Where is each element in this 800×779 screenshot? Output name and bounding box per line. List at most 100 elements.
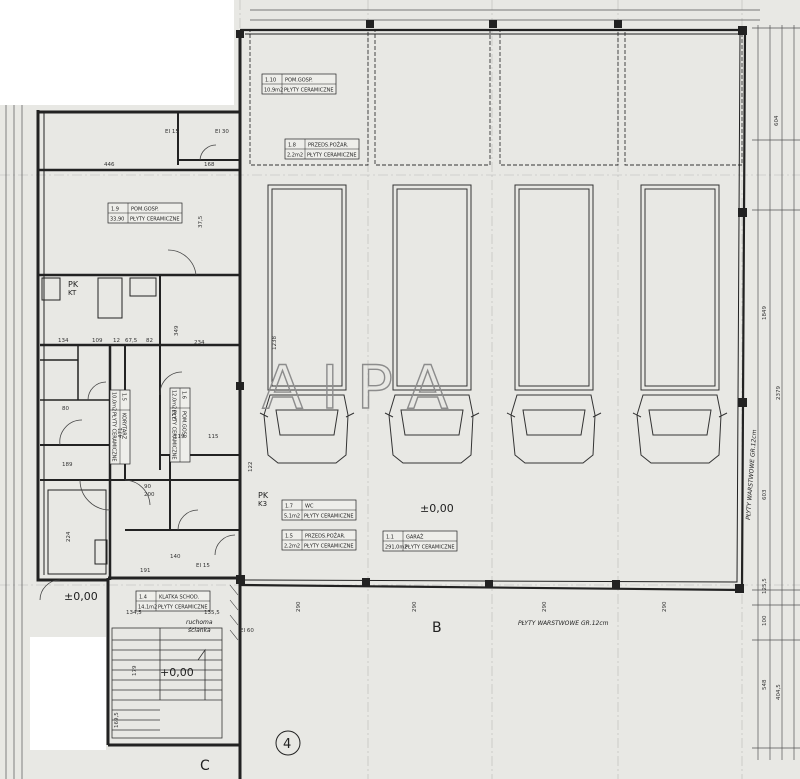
room-area: 2,2m2: [287, 153, 303, 159]
garage-level: ±0,00: [420, 502, 454, 515]
dim-119: 119: [174, 434, 185, 440]
room-name: GARAŻ: [406, 534, 424, 541]
truck-cab: [259, 394, 355, 464]
room-area: 33,90: [110, 217, 124, 223]
dim-134: 134: [58, 338, 69, 344]
dim-140: 140: [170, 554, 181, 560]
dim-548: 548: [762, 679, 768, 690]
dim-82: 82: [146, 338, 153, 344]
room-area: 291,0m2: [385, 545, 407, 551]
pk-label-2: PK: [258, 491, 269, 500]
dim-1695: 169,5: [114, 712, 120, 728]
dim-290b: 290: [542, 601, 548, 612]
truck-body-inner: [518, 188, 590, 387]
room-label-box: 1.7 WC 5,1m2 PŁYTY CERAMICZNE: [281, 499, 357, 521]
dim-349: 349: [174, 325, 180, 336]
room-id: 1.7: [285, 504, 293, 510]
ei-label-1: EI 15: [165, 129, 179, 135]
dim-179: 179: [132, 665, 138, 676]
dim-675: 67,5: [125, 338, 138, 344]
dim-189: 189: [62, 462, 73, 468]
room-area: 5,1m2: [284, 514, 300, 520]
room-name: POM.GOSP.: [131, 207, 159, 213]
dim-213: 213: [172, 409, 178, 420]
dim-471: 471: [118, 428, 124, 439]
dim-2379: 2379: [776, 386, 782, 400]
dim-200: 200: [144, 492, 155, 498]
pk-label-1b: KT: [68, 289, 77, 297]
room-name: PRZEDS.POŻAR.: [305, 533, 346, 540]
dim-12: 12: [113, 338, 120, 344]
dim-80: 80: [62, 406, 69, 412]
truck-body: [514, 184, 594, 391]
dim-4045: 404,5: [776, 684, 782, 700]
truck-cab: [506, 394, 602, 464]
axis-marker-4: 4: [275, 730, 301, 756]
truck-body: [392, 184, 472, 391]
white-mask-top-left: [0, 0, 234, 105]
dim-100: 100: [762, 615, 768, 626]
room-id: 1.5: [121, 393, 127, 401]
room-floor: PŁYTY CERAMICZNE: [158, 605, 208, 611]
left-dimension-lines: [5, 100, 23, 779]
room-name: KLATKA SCHOD.: [159, 595, 200, 601]
room-id: 1.6: [181, 391, 187, 399]
room-floor: PŁYTY CERAMICZNE: [284, 88, 334, 94]
ei-label-4: EI 15: [196, 563, 210, 569]
truck-body: [267, 184, 347, 391]
watermark-text: AIPA: [262, 353, 466, 423]
top-dimension-lines: [250, 9, 760, 21]
dim-1238: 1238: [272, 336, 278, 350]
room-name: POM.GOSP.: [285, 78, 313, 84]
section-marker-c: C: [200, 758, 210, 774]
floor-note-bottom: PŁYTY WARSTWOWE GR.12cm: [518, 620, 609, 627]
pk-label-1: PK: [68, 280, 79, 289]
door-note-2: ścianka: [188, 627, 211, 634]
room-name: WC: [305, 504, 314, 510]
truck-cab: [384, 394, 480, 464]
dim-1849: 1849: [762, 306, 768, 320]
room-area: 14,1m2: [138, 605, 157, 611]
section-marker-b: B: [432, 620, 442, 636]
truck-outlines: [259, 184, 728, 464]
dim-90: 90: [144, 484, 151, 490]
room-area: 10,9m2: [264, 88, 283, 94]
stair-level: ±0,00: [64, 590, 98, 603]
dim-290d: 290: [296, 601, 302, 612]
truck-cab: [632, 394, 728, 464]
room-name: POM.GOSP.: [181, 411, 187, 439]
dim-1255: 125,5: [762, 578, 768, 594]
room-area: 10,0m2: [111, 392, 117, 411]
room-name: KORYTARZ: [121, 413, 127, 440]
staircase: [111, 627, 223, 739]
dim-115: 115: [208, 434, 219, 440]
truck-body-inner: [271, 188, 343, 387]
pk-label-2b: K3: [258, 500, 267, 508]
room-area: 12,0m2: [171, 390, 177, 409]
room-floor: PŁYTY CERAMICZNE: [130, 217, 180, 223]
room-floor: PŁYTY CERAMICZNE: [171, 410, 177, 460]
ei-label-2: EI 30: [215, 129, 229, 135]
door-note: ruchoma: [186, 619, 213, 626]
wall-hatch: [229, 584, 239, 641]
room-floor: PŁYTY CERAMICZNE: [304, 514, 354, 520]
room-floor: PŁYTY CERAMICZNE: [304, 544, 354, 550]
room-floor: PŁYTY CERAMICZNE: [307, 153, 357, 159]
stair-level-2: +0,00: [160, 666, 194, 679]
dim-604: 604: [774, 115, 780, 126]
dim-603: 603: [762, 489, 768, 500]
right-dimension-lines: [752, 25, 800, 760]
room-floor: PŁYTY CERAMICZNE: [405, 545, 455, 551]
dim-290c: 290: [662, 601, 668, 612]
dimension-texts: 446 168 37,5 109 12 67,5 82 134 234 349 …: [58, 115, 782, 728]
ei-label-3: EI 60: [240, 628, 254, 634]
